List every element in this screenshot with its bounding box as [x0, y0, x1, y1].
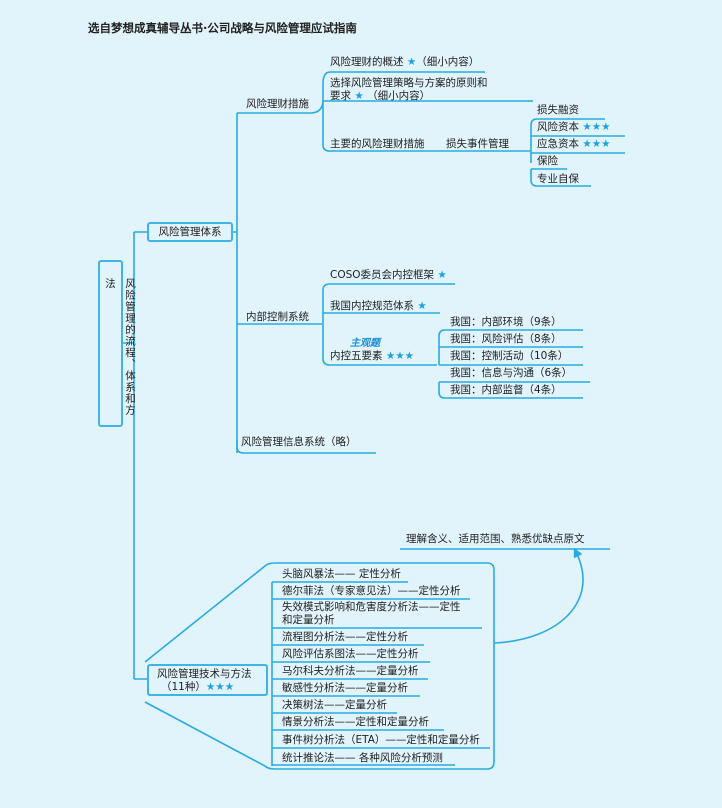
system-node[interactable]: 风险管理体系: [147, 222, 233, 242]
element-item: 我国：内部环境（9条）: [450, 316, 562, 328]
finance-item-overview: 风险理财的概述 ★（细小内容）: [330, 56, 480, 68]
loss-item: 专业自保: [537, 173, 579, 185]
finance-label: 风险理财措施: [246, 98, 309, 110]
method-item: 风险评估系图法——定性分析: [282, 648, 419, 660]
loss-item: 损失融资: [537, 104, 579, 116]
system-label: 风险管理体系: [158, 226, 222, 238]
method-item: 情景分析法——定性和定量分析: [282, 716, 429, 728]
method-item: 事件树分析法（ETA）——定性和定量分析: [282, 734, 480, 746]
page-header: 选自梦想成真辅导丛书·公司战略与风险管理应试指南: [88, 21, 357, 35]
loss-item: 保险: [537, 155, 558, 167]
loss-item: 应急资本 ★★★: [537, 138, 611, 150]
control-item-norms: 我国内控规范体系 ★: [330, 300, 427, 312]
root-label: 风险管理的流程、体系和方法: [104, 278, 136, 416]
root-trunk: [122, 231, 147, 680]
finance-item-principles: 选择风险管理策略与方案的原则和要求 ★ （细小内容）: [330, 77, 488, 102]
method-item: 敏感性分析法——定量分析: [282, 682, 408, 694]
element-item: 我国：风险评估（8条）: [450, 333, 562, 345]
system-trunk: [232, 113, 238, 453]
method-item: 统计推论法—— 各种风险分析预测: [282, 752, 443, 764]
subjective-tag: 主观题: [350, 338, 380, 349]
control-item-coso: COSO委员会内控框架 ★: [330, 269, 447, 281]
methods-note: 理解含义、适用范围、熟悉优缺点原文: [406, 533, 585, 545]
method-item: 失效模式影响和危害度分析法——定性和定量分析: [282, 601, 461, 626]
control-item-five-elements: 内控五要素 ★★★: [330, 350, 415, 362]
element-item: 我国：内部监督（4条）: [450, 384, 562, 396]
loss-event-management: 损失事件管理: [446, 138, 509, 150]
control-label: 内部控制系统: [246, 311, 309, 323]
info-system-label: 风险管理信息系统（略）: [241, 436, 357, 448]
method-item: 头脑风暴法—— 定性分析: [282, 568, 401, 580]
finance-branch: [237, 71, 533, 152]
control-branch: [237, 283, 455, 366]
root-node[interactable]: 风险管理的流程、体系和方法: [98, 260, 136, 427]
methods-node[interactable]: 风险管理技术与方法 （11种）★★★: [147, 664, 268, 696]
loss-item: 风险资本 ★★★: [537, 121, 611, 133]
methods-label: 风险管理技术与方法: [157, 668, 252, 680]
methods-count: （11种）★★★: [161, 681, 235, 693]
finance-item-measures: 主要的风险理财措施: [330, 138, 425, 150]
note-arrow: [493, 547, 584, 644]
methods-item-lines: [271, 581, 490, 766]
method-item: 流程图分析法——定性分析: [282, 631, 408, 643]
element-item: 我国：信息与沟通（6条）: [450, 367, 573, 379]
element-item: 我国：控制活动（10条）: [450, 350, 569, 362]
loss-branch: [530, 118, 625, 187]
method-item: 德尔菲法（专家意见法）——定性分析: [282, 585, 461, 597]
info-branch: [236, 440, 376, 454]
elements-branch: [438, 329, 590, 399]
method-item: 决策树法——定量分析: [282, 699, 387, 711]
method-item: 马尔科夫分析法——定量分析: [282, 665, 419, 677]
methods-bracket: [144, 562, 495, 770]
